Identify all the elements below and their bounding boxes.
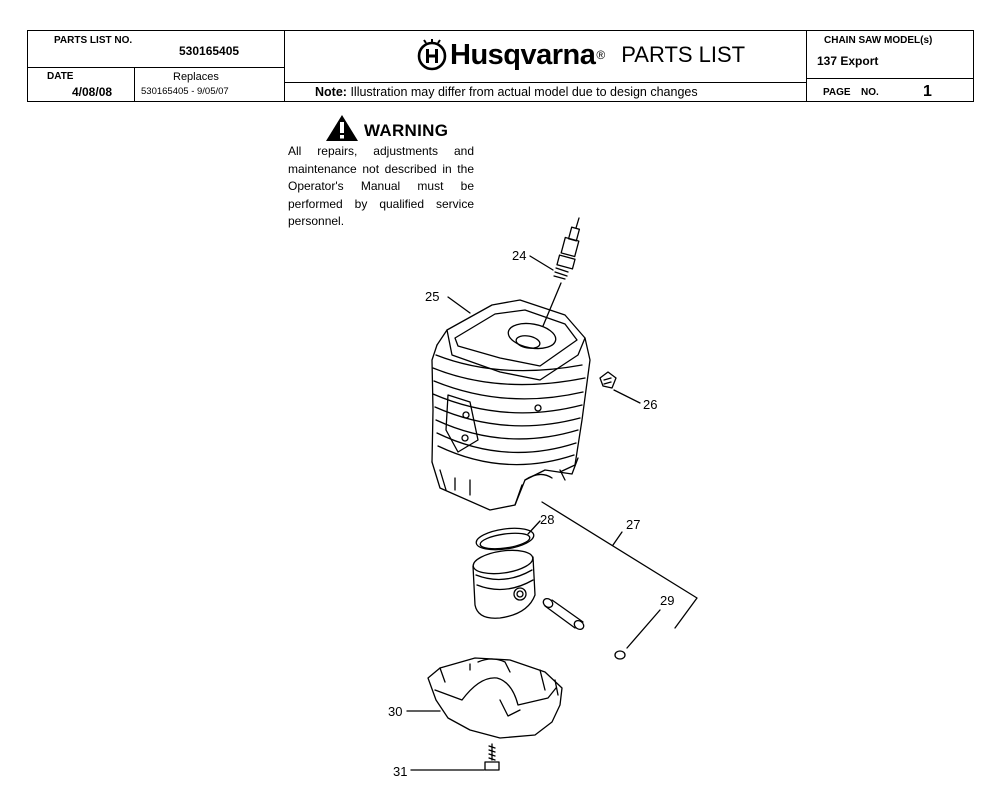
- leader-29: [626, 609, 661, 649]
- parts-list-no: 530165405: [179, 44, 240, 58]
- warning-triangle-icon: [326, 115, 358, 141]
- leader-25: [447, 296, 471, 314]
- date-value: 4/08/08: [72, 85, 113, 99]
- brand-logo: Husqvarna ® PARTS LIST: [417, 38, 745, 72]
- replaces-value: 530165405 - 9/05/07: [141, 86, 229, 97]
- leader-26: [613, 389, 641, 404]
- page-cell: [806, 78, 974, 102]
- page-no-label: NO.: [861, 87, 879, 98]
- circlip: [614, 650, 626, 660]
- piston: [472, 549, 536, 619]
- callout-26: 26: [643, 397, 658, 412]
- registered-mark: ®: [596, 48, 606, 62]
- callout-28: 28: [540, 512, 555, 527]
- parts-list-no-label: PARTS LIST NO.: [54, 35, 133, 46]
- model-value: 137 Export: [817, 54, 879, 68]
- callout-29: 29: [660, 593, 675, 608]
- leader-24: [529, 255, 554, 271]
- cylinder: [431, 299, 591, 511]
- replaces-label: Replaces: [173, 71, 219, 83]
- model-label: CHAIN SAW MODEL(s): [824, 35, 933, 46]
- callout-27: 27: [626, 517, 641, 532]
- note-label: Note:: [315, 85, 347, 99]
- header-table: PARTS LIST NO. 530165405 DATE 4/08/08 Re…: [27, 30, 974, 102]
- parts-list-title: PARTS LIST: [621, 42, 746, 67]
- piston-pin: [542, 597, 585, 631]
- callout-30: 30: [388, 704, 403, 719]
- callout-24: 24: [512, 248, 527, 263]
- brand-name: Husqvarna: [450, 38, 596, 71]
- screw: [484, 743, 500, 771]
- piston-ring: [475, 527, 535, 551]
- kit-bracket-27: [541, 501, 698, 629]
- stud-26: [599, 371, 617, 389]
- leader-28: [527, 520, 541, 535]
- warning-body: All repairs, adjustments and maintenance…: [288, 144, 474, 228]
- note-line: Note: Illustration may differ from actua…: [315, 85, 698, 99]
- spark-plug: [542, 217, 581, 327]
- page-no: 1: [923, 83, 932, 100]
- warning-title: WARNING: [364, 121, 449, 140]
- crankcase-half: [427, 657, 563, 739]
- note-text: Illustration may differ from actual mode…: [350, 85, 698, 99]
- date-label: DATE: [47, 71, 74, 82]
- leader-27: [612, 531, 623, 546]
- page-label: PAGE: [823, 87, 851, 98]
- callout-25: 25: [425, 289, 440, 304]
- callout-31: 31: [393, 764, 408, 779]
- husqvarna-crown-icon: [417, 39, 447, 71]
